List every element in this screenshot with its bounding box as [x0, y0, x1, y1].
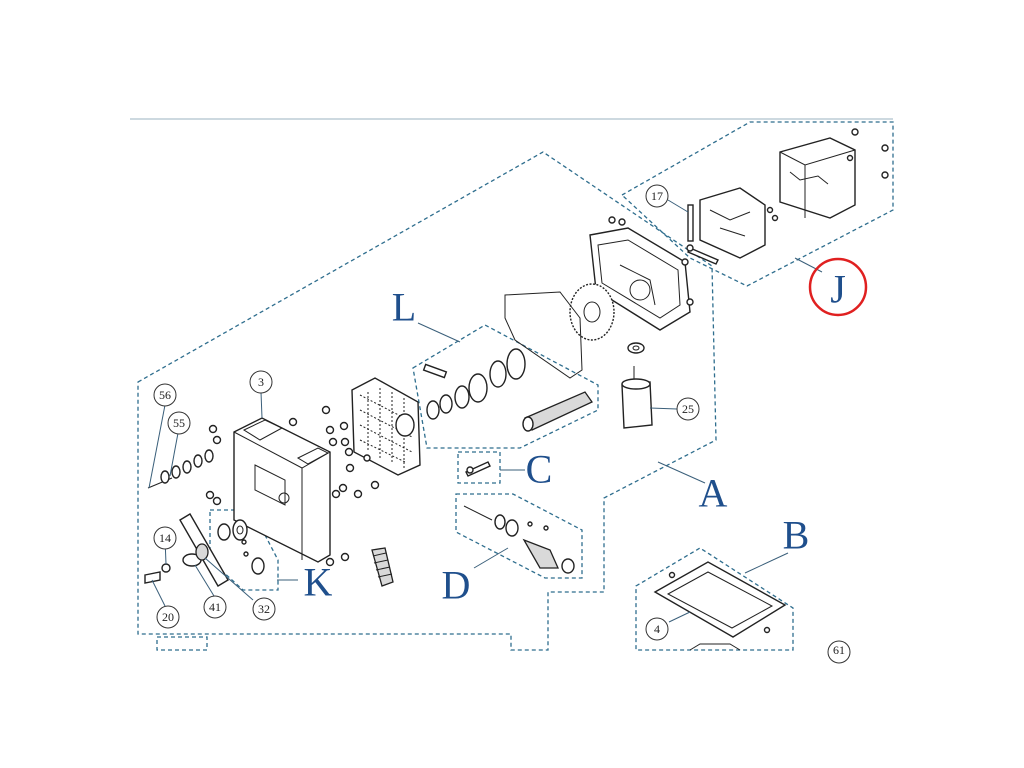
grid-plate	[351, 377, 421, 476]
group-B-outline	[635, 547, 794, 651]
part-bubble-14: 14	[153, 526, 177, 550]
part-bubble-55: 55	[167, 411, 191, 435]
gearbox-housing	[589, 216, 694, 331]
group-K-parts	[217, 519, 265, 575]
group-label-B: B	[783, 513, 810, 558]
part-bubble-25: 25	[676, 397, 700, 421]
gear-wheel	[569, 283, 615, 341]
housing-screws	[205, 405, 380, 567]
group-L-parts	[422, 348, 593, 432]
group-D-parts	[463, 505, 575, 574]
group-D-outline	[455, 493, 583, 579]
group-C-outline	[457, 451, 501, 484]
motor-part-25	[621, 342, 653, 429]
group-J-highlight: J	[808, 257, 868, 317]
group-label-J: J	[830, 267, 846, 312]
main-housing-part-3	[233, 417, 331, 563]
group-label-A: A	[699, 471, 728, 516]
part-bubble-17: 17	[645, 184, 669, 208]
group-label-L: L	[392, 285, 416, 330]
part-number-41: 41	[209, 600, 221, 614]
part-number-20: 20	[162, 610, 174, 624]
part-bubble-56: 56	[153, 383, 177, 407]
washer-stack	[144, 449, 214, 584]
part-number-25: 25	[682, 402, 694, 416]
group-label-K: K	[304, 560, 333, 605]
part-number-4: 4	[654, 622, 660, 636]
part-number-3: 3	[258, 375, 264, 389]
group-J-parts	[687, 128, 889, 265]
part-number-61: 61	[833, 643, 845, 657]
group-L-outline	[412, 324, 599, 449]
part-number-32: 32	[258, 602, 270, 616]
part-bubble-20: 20	[156, 605, 180, 629]
part-number-55: 55	[173, 416, 185, 430]
group-label-D: D	[442, 563, 471, 608]
gasket	[504, 291, 583, 379]
part-bubble-4: 4	[645, 617, 669, 641]
leader-lines	[148, 199, 823, 623]
group-label-C: C	[526, 447, 553, 492]
part-number-14: 14	[159, 531, 171, 545]
group-C-parts	[465, 461, 491, 477]
group-extra-outline	[156, 636, 208, 651]
part-number-56: 56	[159, 388, 171, 402]
part-bubble-61: 61	[827, 640, 851, 664]
part-bubble-41: 41	[203, 595, 227, 619]
worm-shaft	[371, 547, 394, 587]
part-bubble-3: 3	[249, 370, 273, 394]
group-J-outline	[620, 121, 894, 287]
part-bubble-32: 32	[252, 597, 276, 621]
group-B-tray-part-4	[653, 561, 787, 651]
part-number-17: 17	[651, 189, 663, 203]
